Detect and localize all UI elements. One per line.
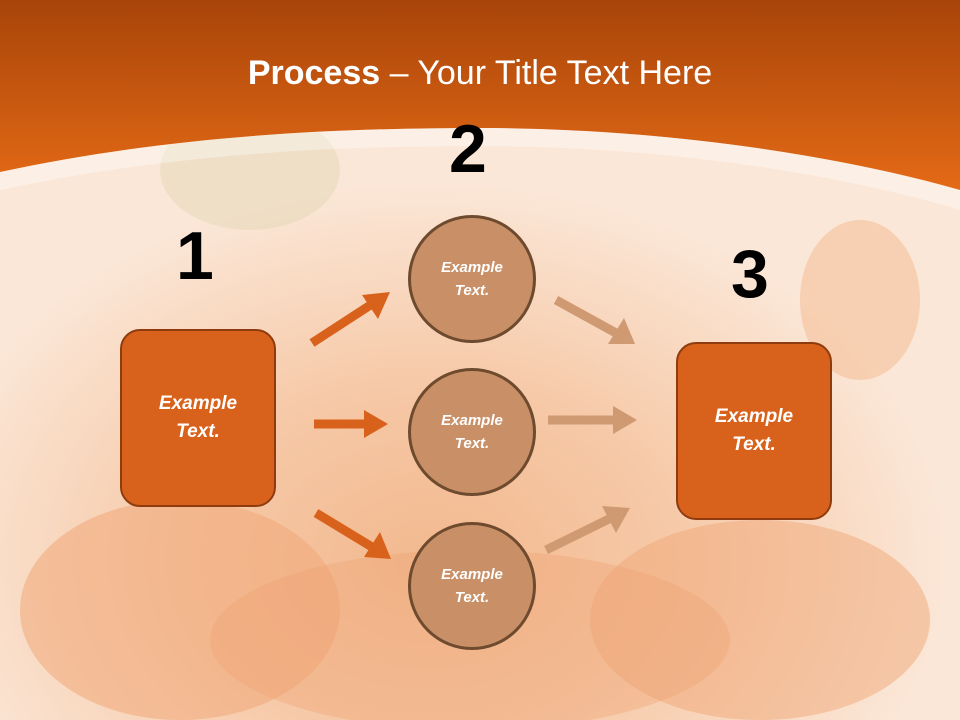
step-number-1: 1	[176, 218, 214, 294]
start-box-line2: Text.	[176, 421, 220, 442]
step-number-3: 3	[731, 236, 769, 312]
arrow-bottom-to-end	[544, 506, 630, 555]
circle-bottom-line1: Example	[441, 565, 503, 583]
arrow-top-to-end	[553, 296, 635, 344]
circle-top-line1: Example	[441, 258, 503, 276]
title-bold: Process	[247, 54, 381, 92]
start-box-line1: Example	[158, 392, 238, 414]
circle-top-line2: Text.	[454, 282, 490, 299]
arrow-start-to-top	[309, 292, 390, 347]
circle-middle-line1: Example	[441, 411, 503, 429]
arrow-middle-to-end	[548, 406, 637, 434]
page-title: Process – Your Title Text Here	[0, 54, 960, 93]
end-box-line2: Text.	[732, 434, 776, 455]
title-rest: – Your Title Text Here	[380, 54, 713, 92]
arrow-start-to-bottom	[313, 509, 391, 559]
step-number-2: 2	[449, 111, 487, 187]
circle-middle-line2: Text.	[454, 435, 490, 452]
end-box-line1: Example	[714, 405, 794, 427]
circle-bottom-line2: Text.	[454, 589, 490, 606]
arrow-start-to-middle	[314, 410, 388, 438]
